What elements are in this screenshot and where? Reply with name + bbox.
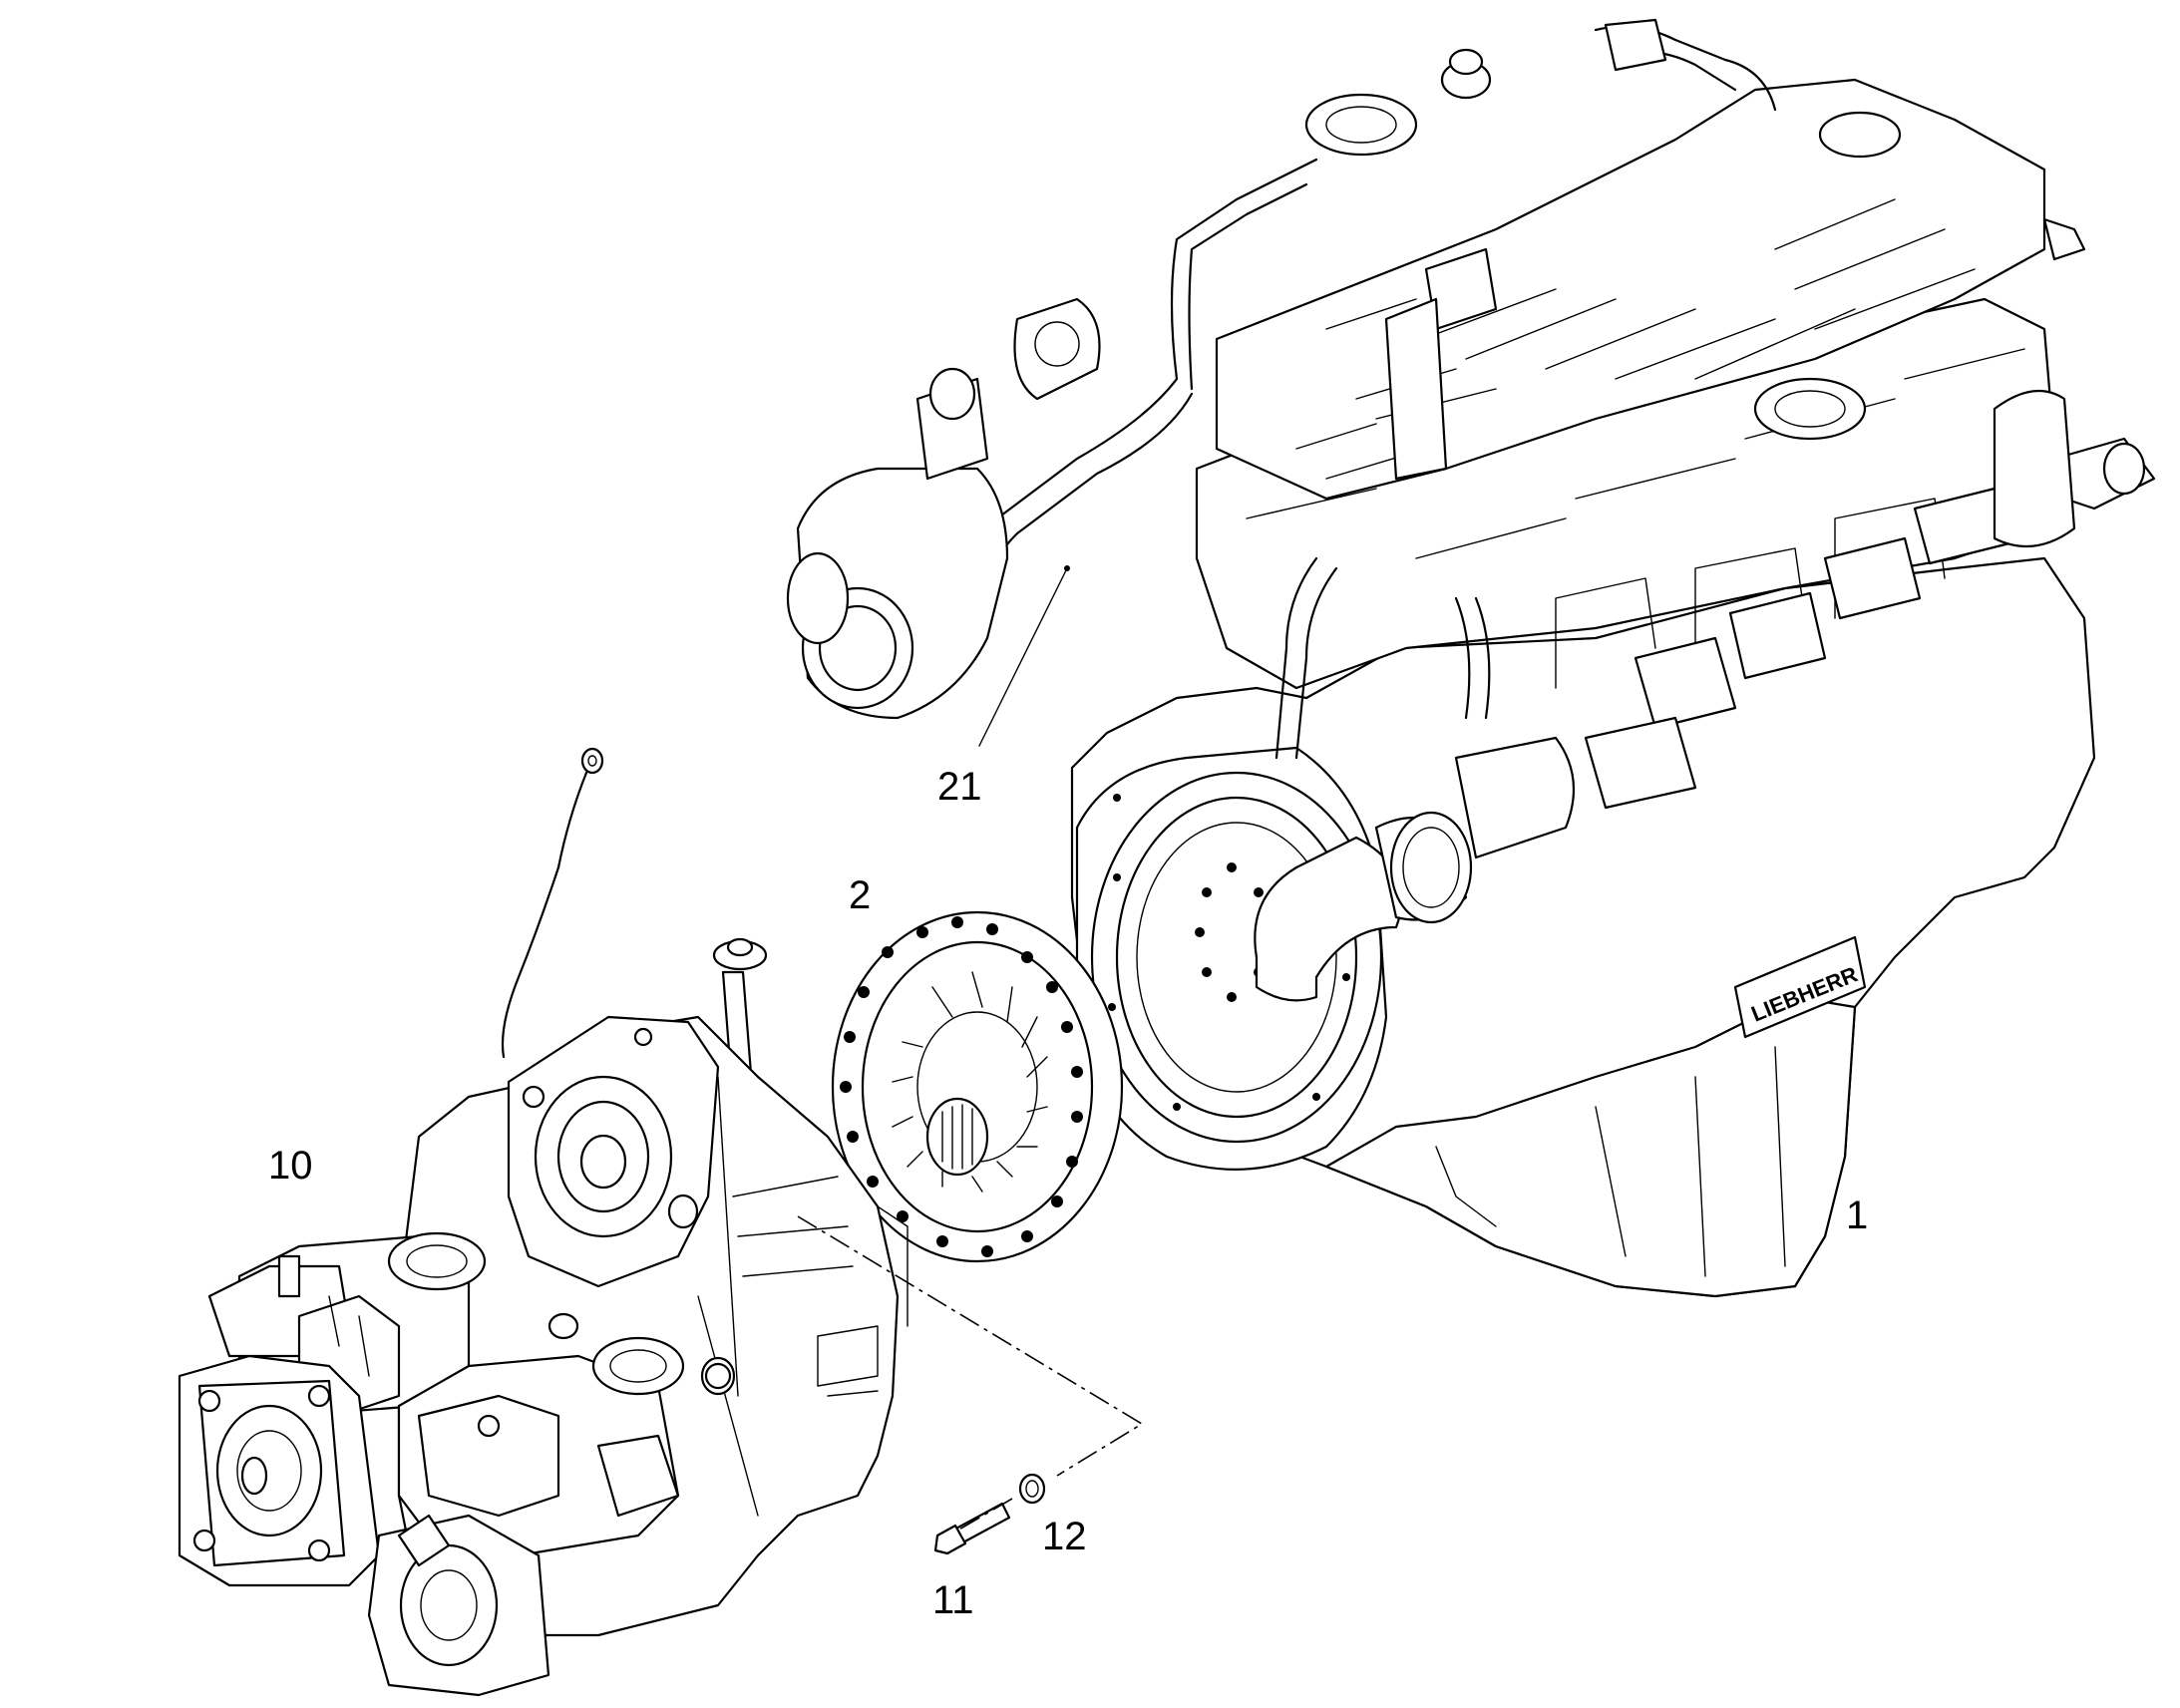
coupling-vanes [892, 971, 1048, 1193]
cylinder-head-covers [1584, 487, 2011, 810]
callout-11: 11 [932, 1578, 974, 1622]
callout-12: 12 [1042, 1515, 1087, 1558]
bolt-head-icon [933, 1524, 967, 1555]
hydraulic-pump-left [178, 1354, 381, 1587]
callout-21: 21 [937, 765, 982, 809]
coupling-bolt-holes [840, 916, 1083, 1257]
coupling-disk [831, 910, 1124, 1263]
engine-assembly: LIEBHERR [786, 18, 2156, 1298]
bolt-and-washer [933, 1473, 1046, 1555]
washer-icon [1018, 1473, 1046, 1505]
hydraulic-pump-lower [367, 1336, 685, 1697]
assembly-line [797, 1215, 1144, 1532]
pump-transfer-gearbox [178, 747, 908, 1697]
callout-1: 1 [1846, 1194, 1868, 1237]
callout-2: 2 [849, 873, 871, 917]
leader-line-21 [978, 567, 1068, 747]
flywheel-icon [1090, 771, 1383, 1144]
intake-manifold [1215, 18, 2046, 501]
turbocharger [786, 297, 1101, 720]
callout-10: 10 [268, 1144, 313, 1188]
